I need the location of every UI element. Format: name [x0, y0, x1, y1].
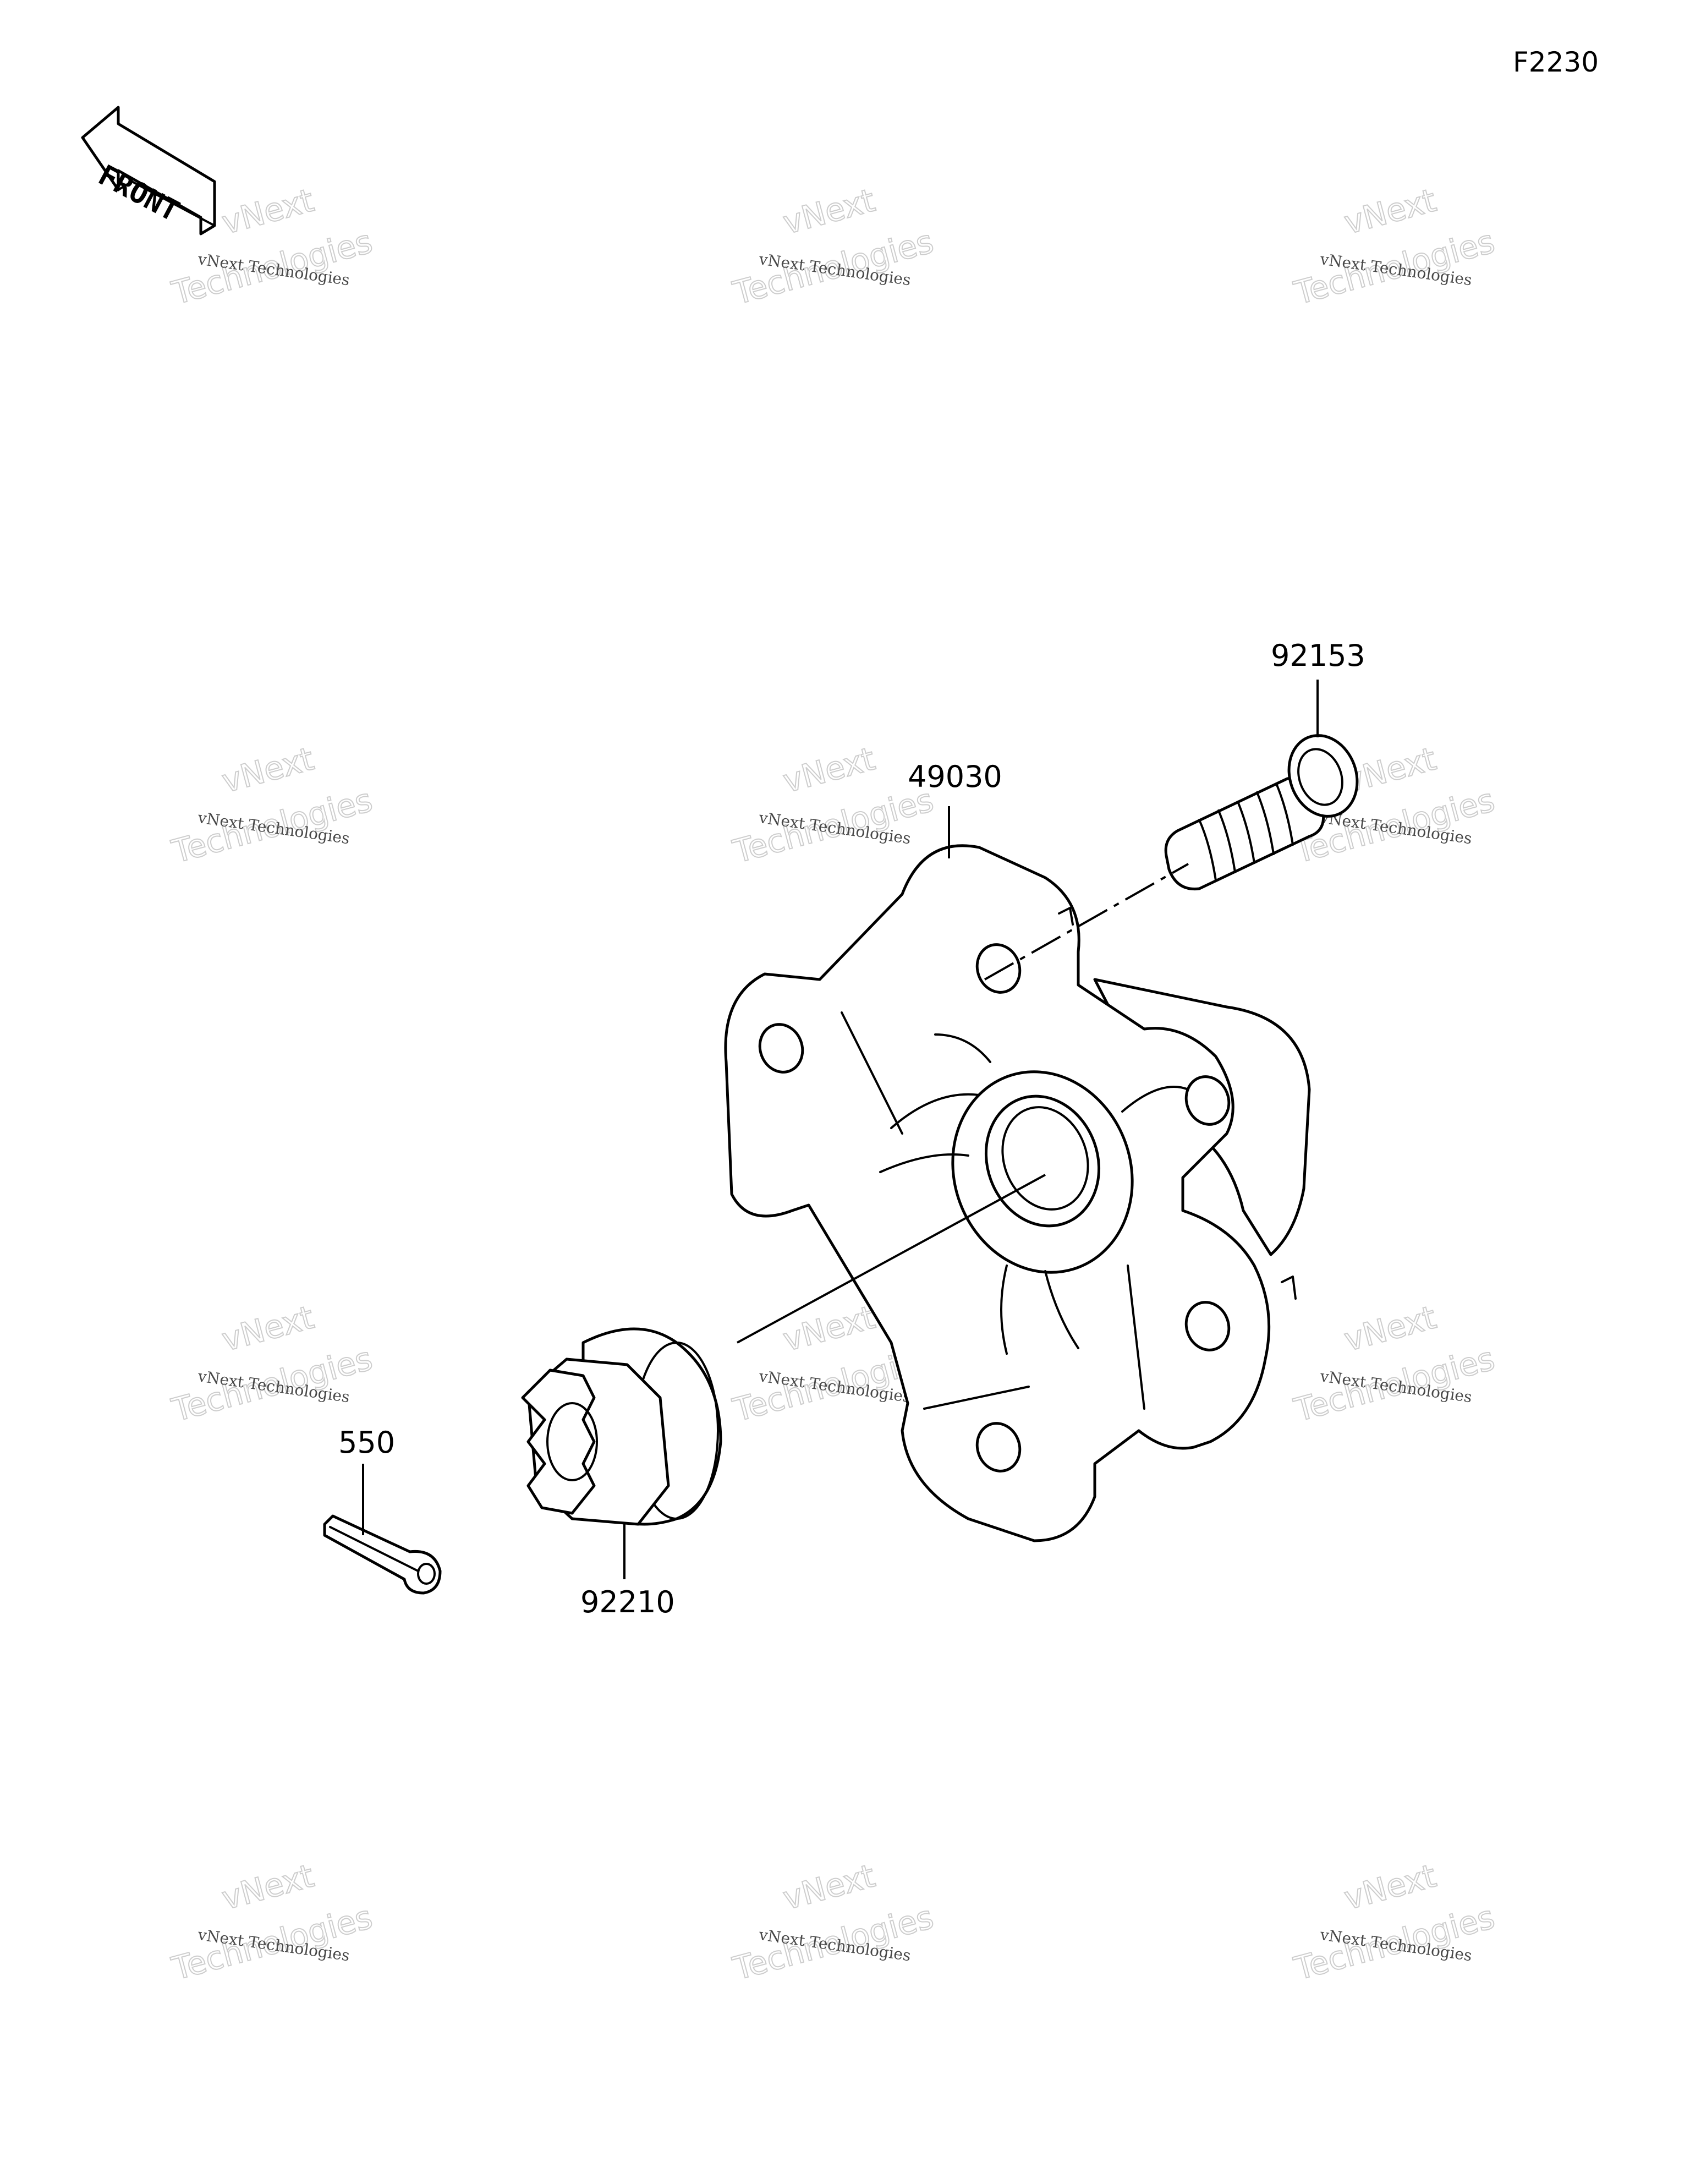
hub-bearing-inner [1001, 1106, 1089, 1211]
hub-rib [1000, 1265, 1008, 1355]
stud-thread [1198, 819, 1217, 882]
part-label-550: 550 [338, 1425, 395, 1460]
watermark: vNext Technologies vNext Technologies [1290, 180, 1499, 312]
stud-thread [1217, 809, 1236, 873]
axle-center-line [737, 1174, 1046, 1344]
nut-castle-top [521, 1369, 596, 1515]
watermark-big-1: vNext [779, 1298, 879, 1359]
hub-rib [879, 1153, 969, 1173]
stud-center-line [984, 863, 1189, 981]
part-label-92153: 92153 [1271, 638, 1365, 673]
hub-rib [1044, 1270, 1079, 1349]
watermark-big-1: vNext [779, 740, 879, 800]
part-label-92210: 92210 [580, 1585, 675, 1619]
front-arrow-icon: FRONT [81, 106, 216, 236]
cotter-pin [323, 1514, 442, 1595]
stud-thread [1275, 782, 1294, 846]
hub-rib [923, 1386, 1030, 1410]
hub-rib [841, 1011, 903, 1135]
hub-bolt-hole [758, 1023, 804, 1074]
hub-rib [1127, 1265, 1145, 1410]
watermark-big-1: vNext [779, 181, 879, 242]
nut-bore [546, 1402, 598, 1481]
cotter-pin-split [329, 1526, 419, 1572]
watermark-big-1: vNext [1340, 1857, 1440, 1917]
stud-thread [1237, 801, 1255, 864]
hub-bolt-hole [1184, 1301, 1231, 1351]
watermark: vNext Technologies vNext Technologies [167, 1856, 376, 1988]
watermark: vNext Technologies vNext Technologies [1290, 1298, 1499, 1429]
figure-code: F2230 [1513, 46, 1599, 78]
watermark: vNext Technologies vNext Technologies [728, 180, 937, 312]
hub-rib [890, 1093, 980, 1129]
watermark: vNext Technologies vNext Technologies [728, 739, 937, 871]
hub-rib [934, 1033, 991, 1063]
hub-bolt-hole [975, 943, 1022, 994]
hub-assembly [724, 844, 1311, 1542]
watermark-big-1: vNext [218, 1298, 317, 1359]
watermark-big-1: vNext [1340, 1298, 1440, 1359]
hub-bearing-bore [984, 1094, 1101, 1228]
stud-head-knurl [1297, 748, 1343, 806]
hub-bolt-hole [975, 1422, 1022, 1473]
watermark: vNext Technologies vNext Technologies [167, 1298, 376, 1429]
watermark: vNext Technologies vNext Technologies [1290, 1856, 1499, 1988]
hub-stud-stub [1281, 1276, 1297, 1300]
watermark-big-1: vNext [218, 740, 317, 800]
watermark-big-1: vNext [779, 1857, 879, 1917]
castle-nut [521, 1327, 722, 1526]
watermark-big-1: vNext [218, 1857, 317, 1917]
hub-stud-stub [1058, 907, 1074, 926]
cotter-pin-body [323, 1514, 442, 1595]
part-label-49030: 49030 [908, 759, 1002, 794]
cotter-pin-eye [417, 1563, 436, 1585]
hub-rib [1121, 1086, 1189, 1113]
watermark-big-1: vNext [1340, 181, 1440, 242]
watermark: vNext Technologies vNext Technologies [167, 739, 376, 871]
watermark-big-1: vNext [218, 181, 317, 242]
watermark: vNext Technologies vNext Technologies [728, 1856, 937, 1988]
wheel-stud [1164, 734, 1359, 891]
stud-thread [1256, 791, 1275, 855]
hub-bolt-hole [1184, 1075, 1231, 1126]
